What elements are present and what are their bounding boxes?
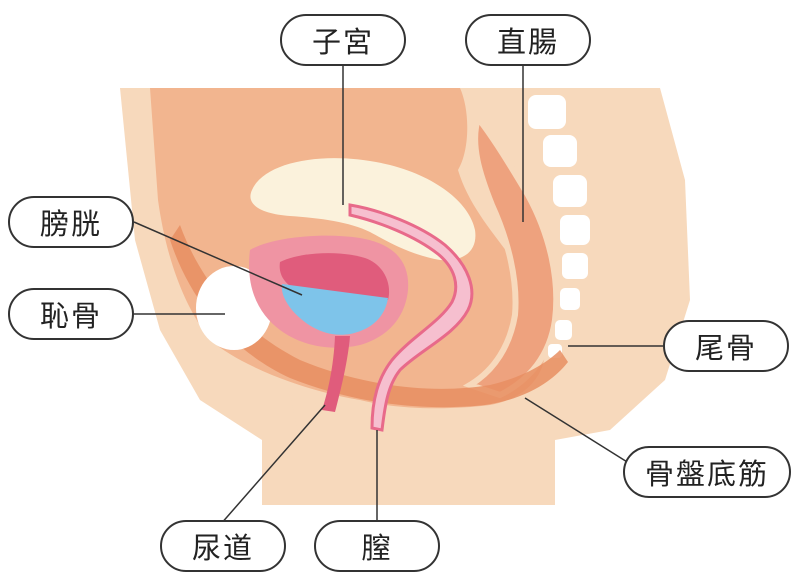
perineum [290, 395, 545, 440]
label-pubic-bone: 恥骨 [8, 288, 134, 340]
vertebrae [528, 95, 590, 358]
label-uterus: 子宮 [280, 14, 406, 66]
pelvic-floor-muscle [170, 225, 568, 408]
urine [281, 284, 388, 335]
label-bladder: 膀胱 [8, 196, 134, 248]
label-urethra: 尿道 [160, 520, 286, 572]
label-vagina: 膣 [314, 520, 440, 572]
urethra [322, 336, 350, 412]
vagina [348, 203, 474, 432]
label-pelvic-floor: 骨盤底筋 [623, 446, 791, 498]
label-coccyx: 尾骨 [663, 320, 789, 372]
label-rectum: 直腸 [465, 14, 591, 66]
leader-lines [133, 60, 663, 526]
spine-region [505, 88, 609, 360]
